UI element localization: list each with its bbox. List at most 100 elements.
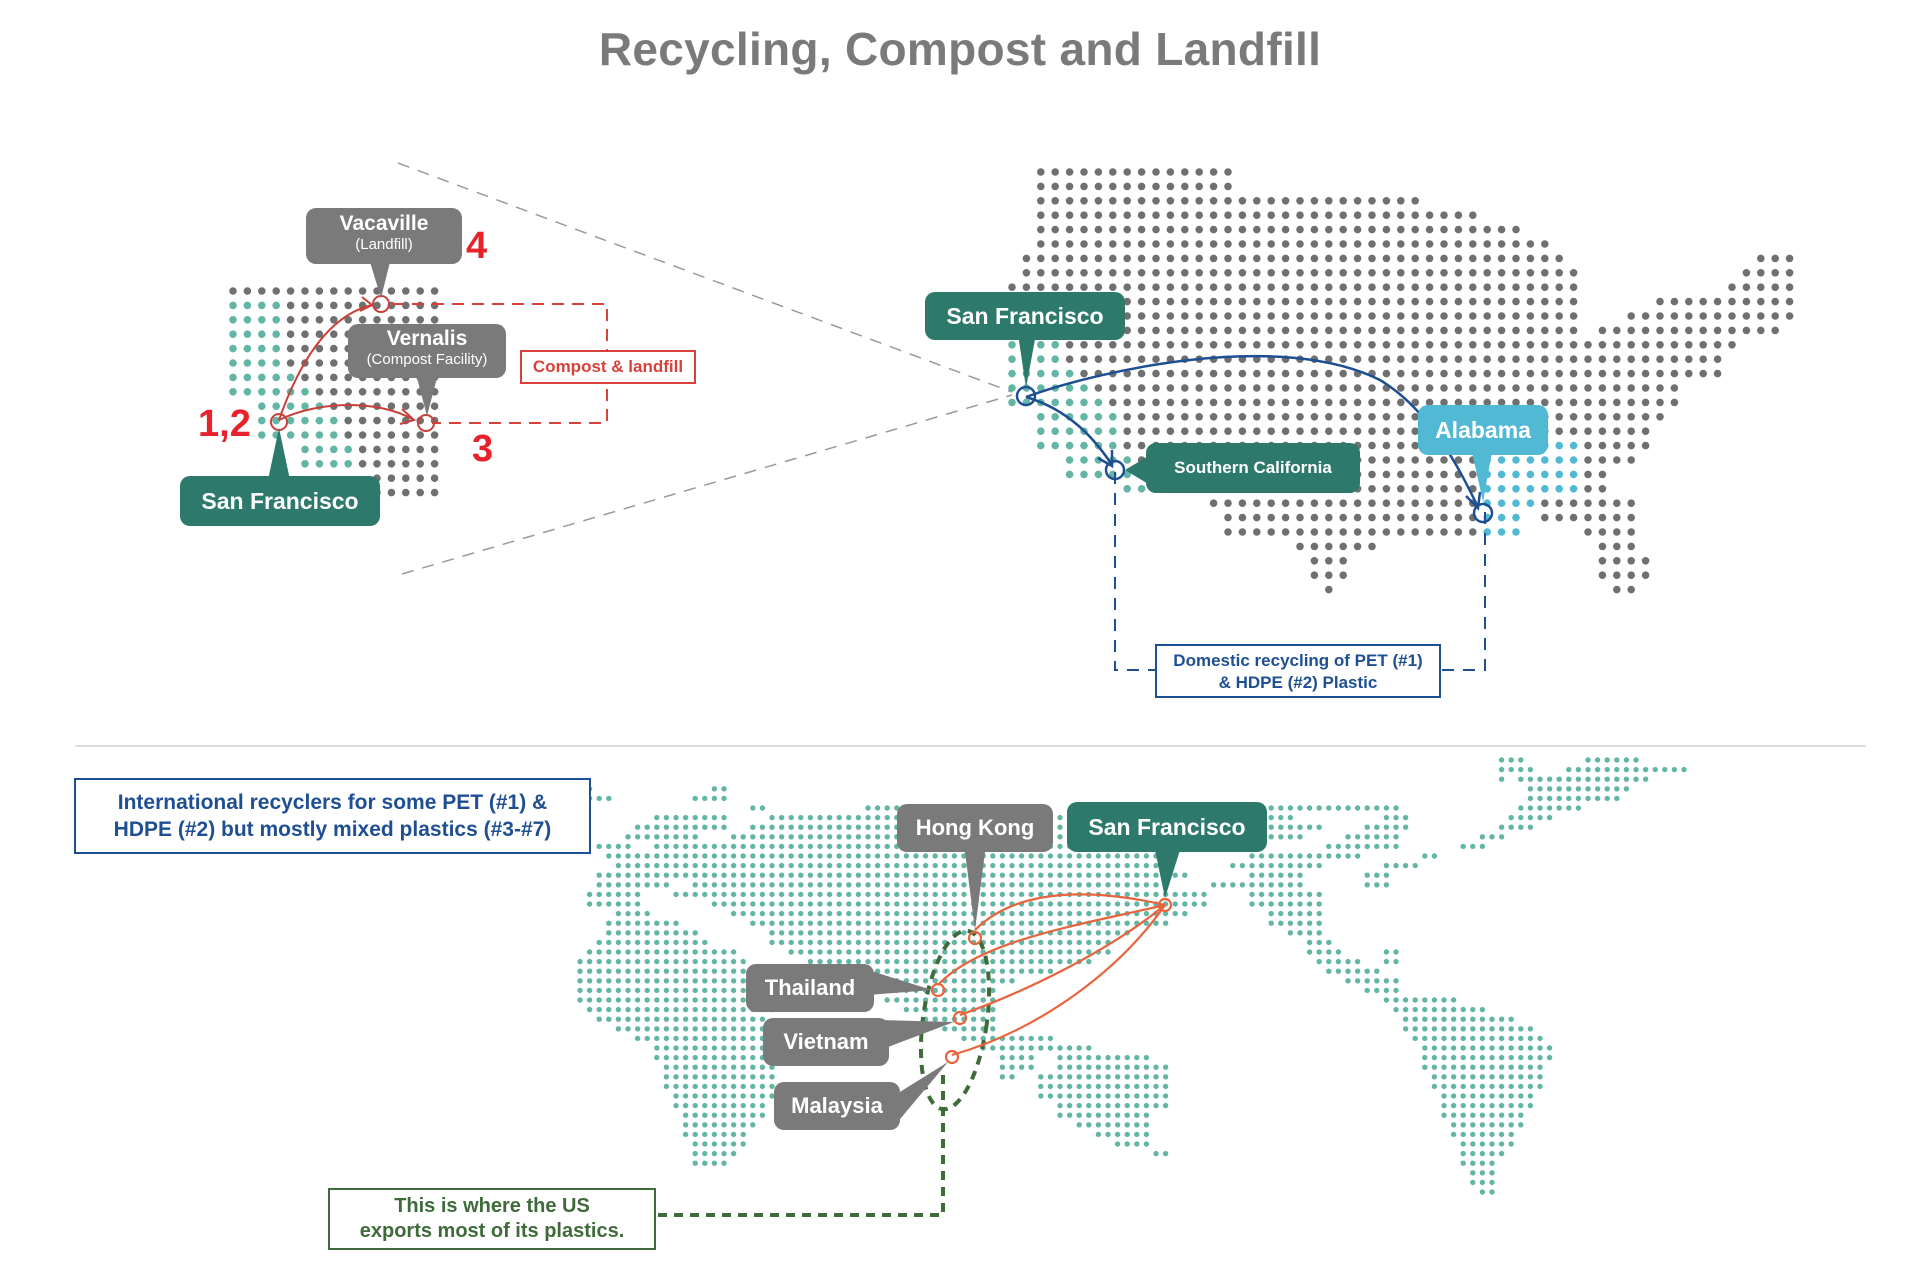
world-land-dot <box>740 1035 746 1042</box>
world-land-dot <box>721 987 727 994</box>
world-land-dot <box>654 968 660 974</box>
world-land-dot <box>1518 766 1524 773</box>
world-land-dot <box>1153 1074 1159 1080</box>
world-land-dot <box>692 1122 698 1128</box>
us-land-dot <box>1238 297 1247 306</box>
world-land-dot <box>865 930 871 936</box>
us-land-dot <box>1699 297 1707 306</box>
world-land-dot <box>807 910 814 917</box>
world-land-dot <box>1450 1074 1457 1080</box>
world-land-dot <box>1066 939 1073 946</box>
world-land-dot <box>702 1054 708 1061</box>
world-land-dot <box>1498 1074 1505 1080</box>
world-land-dot <box>596 968 602 974</box>
world-land-dot <box>1095 862 1102 869</box>
world-land-dot <box>817 853 823 859</box>
us-land-dot <box>1742 312 1751 320</box>
world-land-dot <box>1153 872 1159 878</box>
us-land-dot <box>1411 254 1419 263</box>
us-land-dot <box>1584 355 1592 364</box>
us-land-dot <box>1353 269 1362 277</box>
world-land-dot <box>1450 1083 1457 1090</box>
world-land-dot <box>846 862 852 869</box>
us-land-dot <box>1281 225 1290 234</box>
domestic-recycling-annotation: Domestic recycling of PET (#1) & HDPE (#… <box>1155 644 1441 698</box>
world-land-dot <box>1374 987 1380 994</box>
us-land-dot <box>1137 312 1146 320</box>
us-land-dot <box>1253 413 1261 421</box>
world-land-dot <box>730 910 737 917</box>
us-land-dot <box>1382 441 1391 450</box>
world-land-dot <box>1278 805 1284 811</box>
world-land-dot <box>1297 853 1303 859</box>
world-land-dot <box>692 853 698 859</box>
world-land-dot <box>1422 1016 1428 1022</box>
world-land-dot <box>1297 910 1303 917</box>
world-land-dot <box>1402 1026 1409 1032</box>
us-land-dot <box>1080 211 1088 219</box>
us-land-dot <box>1195 427 1203 436</box>
world-land-dot <box>1614 786 1620 792</box>
inset-land-dot <box>416 445 425 454</box>
world-land-dot <box>1009 853 1015 859</box>
us-land-dot <box>1238 398 1247 407</box>
world-land-dot <box>1498 1016 1505 1022</box>
world-land-dot <box>1450 1035 1457 1042</box>
us-land-dot <box>1281 499 1290 508</box>
world-land-dot <box>1594 795 1601 802</box>
world-land-dot <box>1057 1074 1063 1080</box>
us-land-dot <box>1109 225 1117 234</box>
world-land-dot <box>817 891 823 898</box>
world-land-dot <box>1354 843 1361 850</box>
world-land-dot <box>884 997 890 1003</box>
us-land-dot <box>1397 283 1405 292</box>
world-land-dot <box>606 920 612 926</box>
world-land-dot <box>721 1102 727 1109</box>
world-land-dot <box>874 939 881 946</box>
world-land-dot <box>1278 901 1284 907</box>
us-land-dot <box>1238 427 1247 436</box>
world-land-dot <box>1460 1026 1466 1032</box>
us-land-dot <box>1512 312 1520 320</box>
world-land-dot <box>1518 1074 1524 1080</box>
us-land-dot <box>1181 269 1189 277</box>
us-land-dot <box>1123 225 1131 234</box>
world-land-dot <box>951 1026 958 1032</box>
us-land-dot <box>1713 312 1722 320</box>
world-land-dot <box>606 978 612 984</box>
us-land-dot <box>1209 341 1218 349</box>
world-land-dot <box>673 978 679 984</box>
us-land-dot <box>1195 384 1203 392</box>
world-land-dot <box>644 930 650 936</box>
inset-land-dot <box>387 402 396 411</box>
us-land-dot <box>1051 341 1059 349</box>
us-land-dot <box>1094 427 1103 436</box>
world-land-dot <box>894 910 900 917</box>
us-land-dot <box>1469 341 1477 349</box>
node-malaysia <box>944 1049 960 1065</box>
us-land-dot <box>1656 398 1664 407</box>
us-land-dot <box>1670 355 1679 364</box>
world-land-dot <box>1268 920 1274 926</box>
world-land-dot <box>817 939 823 946</box>
us-land-dot <box>1310 269 1319 277</box>
us-land-dot <box>1310 413 1319 421</box>
us-land-dot <box>1065 283 1074 292</box>
us-land-dot <box>1325 413 1333 421</box>
world-land-dot <box>1038 882 1044 888</box>
us-land-dot <box>1555 326 1563 335</box>
world-land-dot <box>1450 1045 1457 1051</box>
us-land-dot <box>1123 341 1131 349</box>
us-land-dot <box>1181 427 1189 436</box>
world-land-dot <box>625 920 631 926</box>
us-land-dot <box>1181 312 1189 320</box>
us-land-dot <box>1454 528 1463 536</box>
world-land-dot <box>865 862 871 869</box>
world-land-dot <box>903 930 910 936</box>
world-land-dot <box>625 901 631 907</box>
world-land-dot <box>682 1083 689 1090</box>
world-land-dot <box>961 987 967 994</box>
us-land-dot <box>1253 283 1261 292</box>
us-land-dot <box>1569 470 1578 479</box>
world-land-dot <box>1604 757 1610 763</box>
